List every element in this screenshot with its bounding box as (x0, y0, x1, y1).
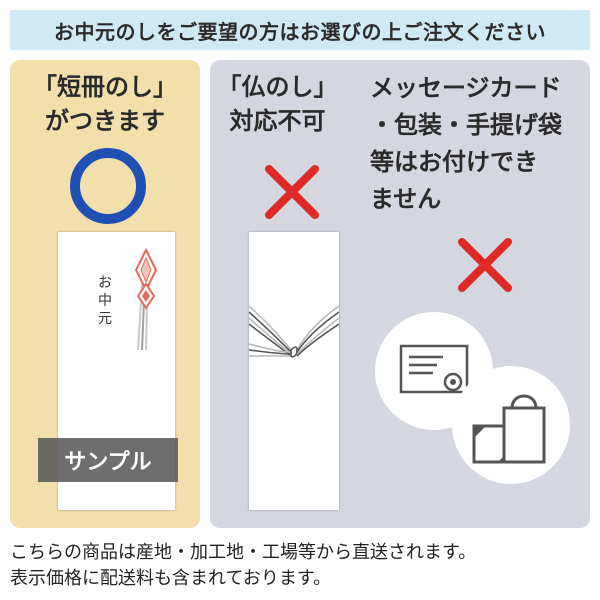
tanzaku-heading: 「短冊のし」 がつきます (10, 70, 200, 138)
buddha-noshi-image (249, 232, 339, 510)
sample-badge-label: サンプル (64, 450, 152, 475)
message-line-1: メッセージカード (370, 74, 562, 102)
buddha-noshi-heading: 「仏のし」 対応不可 (215, 70, 340, 138)
noshi-ornament-icon (134, 247, 158, 351)
header-banner: お中元のしをご要望の方はお選びの上ご注文ください (10, 10, 590, 50)
circle-ok-icon (70, 148, 146, 224)
cross-ng-icon (265, 165, 319, 219)
footer-notes: こちらの商品は産地・加工地・工場等から直送されます。 表示価格に配送料も含まれて… (10, 540, 595, 592)
message-line-4: ません (370, 185, 442, 213)
noshi-label-text: お中元 (98, 275, 112, 327)
message-card-icon (399, 344, 469, 394)
footer-line-1: こちらの商品は産地・加工地・工場等から直送されます。 (10, 542, 477, 563)
footer-line-2: 表示価格に配送料も含まれております。 (10, 568, 332, 589)
cross-ng-icon (458, 238, 512, 292)
tanzaku-heading-line1: 「短冊のし」 (33, 73, 177, 101)
buddha-heading-line1: 「仏のし」 (217, 73, 338, 101)
gift-bag-icon (472, 394, 546, 464)
sample-badge: サンプル (38, 438, 178, 482)
message-card-heading: メッセージカード ・包装・手提げ袋 等はお付けでき ません (370, 70, 585, 218)
mizuhiki-icon (249, 305, 339, 358)
header-title: お中元のしをご要望の方はお選びの上ご注文ください (54, 19, 546, 44)
message-line-2: ・包装・手提げ袋 (370, 111, 562, 139)
tanzaku-heading-line2: がつきます (45, 107, 165, 135)
message-line-3: 等はお付けでき (370, 148, 538, 176)
gift-bag-icon-circle (452, 366, 570, 484)
buddha-heading-line2: 対応不可 (229, 107, 326, 135)
